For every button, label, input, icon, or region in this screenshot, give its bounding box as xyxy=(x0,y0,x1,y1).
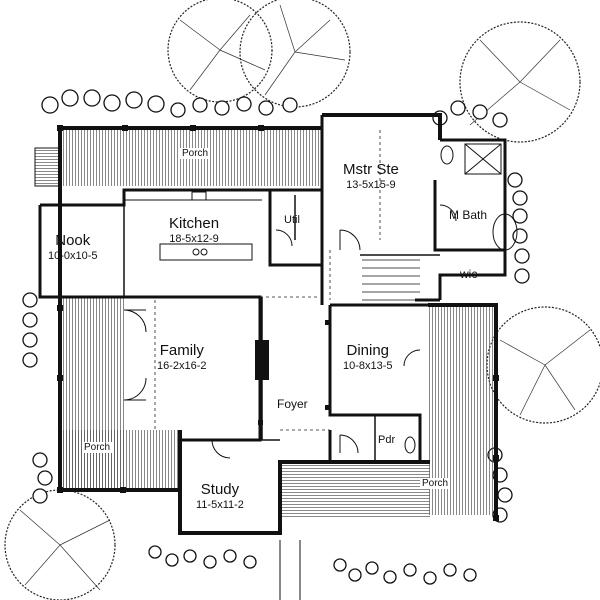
interior-walls xyxy=(38,115,507,462)
tree-right xyxy=(486,306,600,424)
porch-label-right: Porch xyxy=(420,478,451,489)
tree-top-center xyxy=(239,0,351,108)
room-name: wic xyxy=(460,267,478,281)
tree-top-left xyxy=(167,0,273,103)
room-name: Nook xyxy=(55,232,91,249)
room-dimensions: 16-2x16-2 xyxy=(157,359,207,372)
tree-top-right xyxy=(459,21,581,143)
thin-walls xyxy=(123,195,440,462)
porch-left-bottom-deck xyxy=(60,430,180,490)
tree-branches xyxy=(19,4,591,591)
tree-bottom-left xyxy=(4,489,116,600)
room-name: Util xyxy=(284,214,300,226)
porch-columns xyxy=(57,125,499,521)
room-label-util: Util xyxy=(284,214,300,226)
bath-fixtures xyxy=(404,143,518,454)
door-swings xyxy=(123,204,457,459)
room-name: Pdr xyxy=(378,434,396,446)
room-label-mstr-ste: Mstr Ste 13-5x15-9 xyxy=(343,161,399,191)
front-steps xyxy=(34,147,61,187)
room-label-m-bath: M Bath xyxy=(449,208,488,222)
room-label-family: Family 16-2x16-2 xyxy=(157,342,207,372)
room-label-study: Study 11-5x11-2 xyxy=(196,481,244,511)
front-walk xyxy=(279,540,301,600)
room-name: Study xyxy=(200,481,240,498)
room-label-foyer: Foyer xyxy=(277,397,308,411)
porch-label-top: Porch xyxy=(180,148,211,159)
porch-label-left: Porch xyxy=(82,442,113,453)
room-name: M Bath xyxy=(449,208,488,222)
ceiling-lines xyxy=(154,130,381,431)
room-name: Kitchen xyxy=(169,215,220,232)
room-label-kitchen: Kitchen 18-5x12-9 xyxy=(169,215,220,245)
room-label-nook: Nook 10-0x10-5 xyxy=(48,232,98,262)
room-name: Family xyxy=(159,342,204,359)
room-name: Mstr Ste xyxy=(343,161,399,178)
room-name: Dining xyxy=(346,342,390,359)
room-label-dining: Dining 10-8x13-5 xyxy=(343,342,393,372)
room-dimensions: 13-5x15-9 xyxy=(346,178,396,191)
room-dimensions: 11-5x11-2 xyxy=(196,498,244,511)
porch-bottom-deck xyxy=(280,462,430,518)
kitchen-fixtures xyxy=(124,191,262,261)
room-label-wic: wic xyxy=(460,267,478,281)
room-name: Foyer xyxy=(277,397,308,411)
room-dimensions: 10-0x10-5 xyxy=(48,249,98,262)
staircase xyxy=(362,259,420,301)
fireplace xyxy=(255,340,269,380)
room-dimensions: 10-8x13-5 xyxy=(343,359,393,372)
room-label-pdr: Pdr xyxy=(378,434,395,446)
room-dimensions: 18-5x12-9 xyxy=(169,232,219,245)
